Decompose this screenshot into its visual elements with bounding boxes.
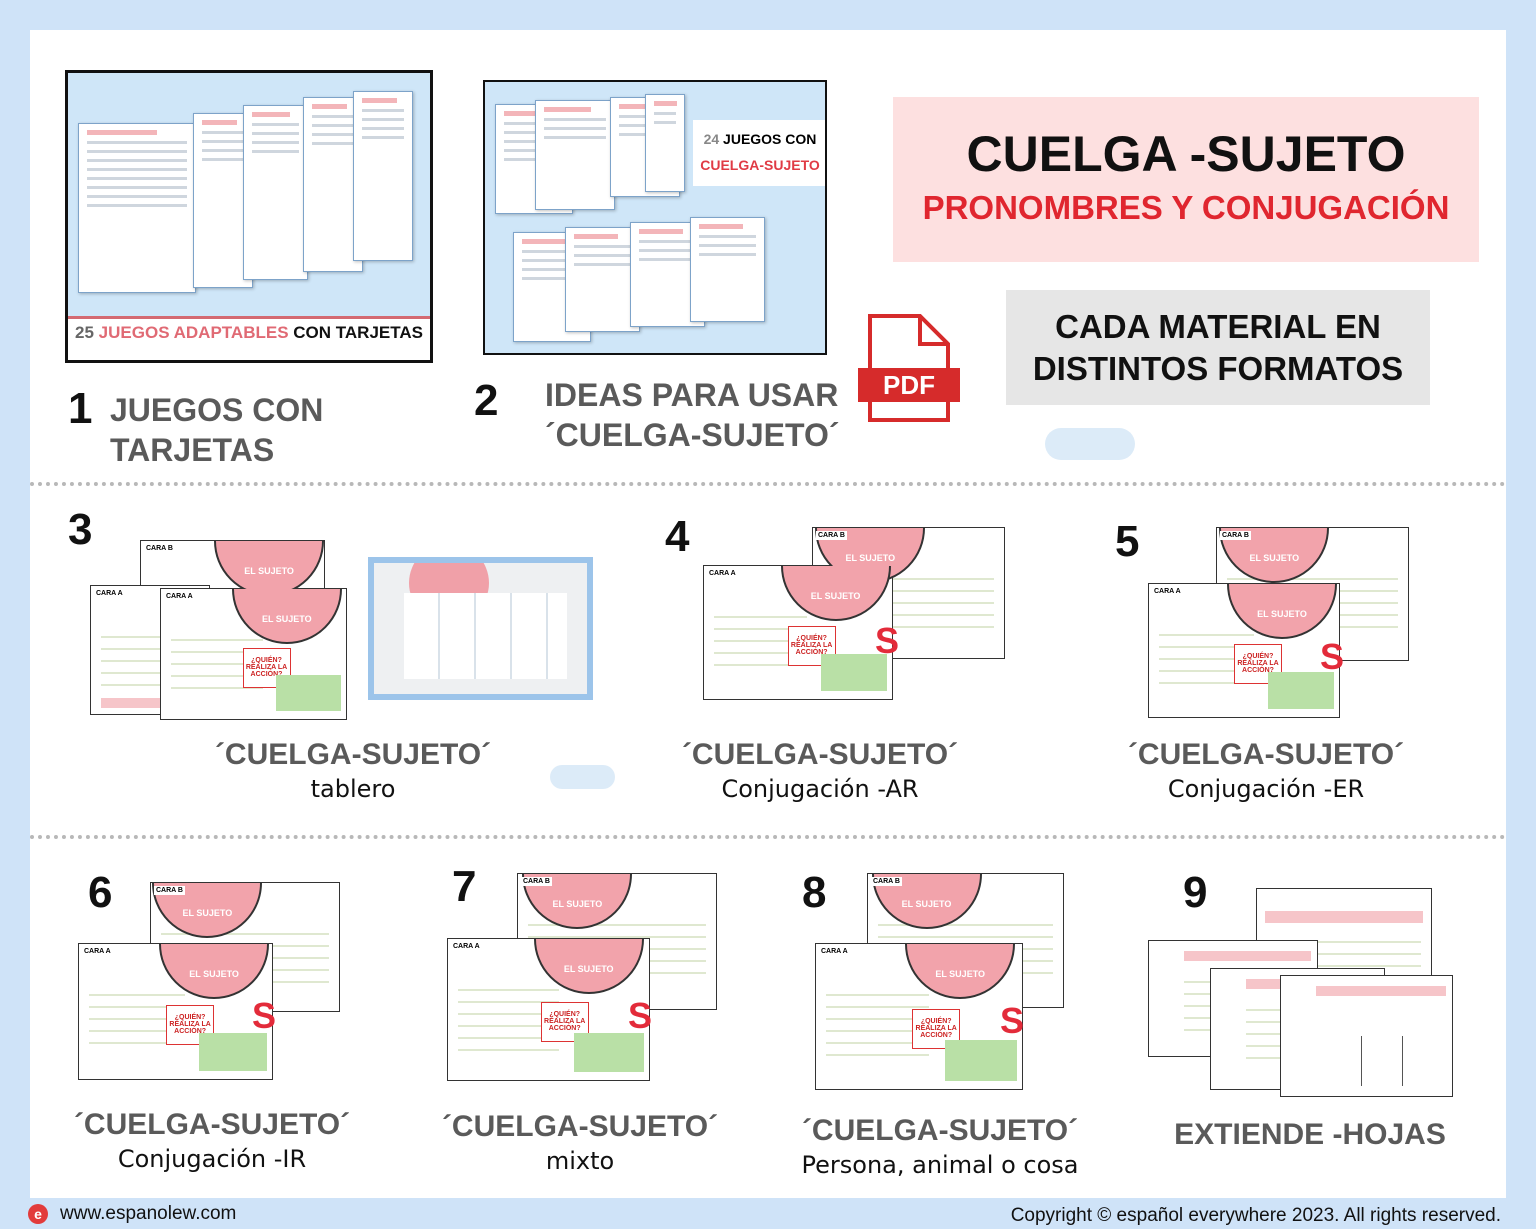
item-caption: ´CUELGA-SUJETO´ [441,1110,719,1143]
divider [30,835,1506,839]
letter-s: S [875,620,900,661]
item-heading: IDEAS PARA USAR´CUELGA-SUJETO´ [545,377,840,453]
footer-copyright: Copyright © español everywhere 2023. All… [1010,1205,1501,1226]
item-number: 1 [68,384,93,433]
page-subtitle: PRONOMBRES Y CONJUGACIÓN [922,189,1450,226]
page-title: CUELGA -SUJETO [966,126,1406,182]
pdf-icon: PDF [858,313,960,423]
cover1-title: 25 JUEGOS ADAPTABLES CON TARJETAS [75,323,423,342]
cover2-title: 24 JUEGOS CON CUELGA-SUJETO [693,120,825,186]
item-caption: ´CUELGA-SUJETO´ [1127,738,1405,771]
item-subcaption: Conjugación -IR [117,1145,307,1173]
item-number: 5 [1115,517,1140,566]
item-subcaption: Persona, animal o cosa [801,1151,1079,1179]
item-caption: ´CUELGA-SUJETO´ [681,738,959,771]
letter-s: S [628,995,653,1036]
item-number: 7 [452,862,477,911]
sheet-thumbnail [1280,975,1453,1097]
letter-s: S [252,995,277,1036]
item-subcaption: Conjugación -ER [1167,775,1365,803]
cover-ideas-cuelga-sujeto: 24 JUEGOS CON CUELGA-SUJETO [483,80,827,355]
letter-s: S [1000,1000,1025,1041]
divider [30,482,1506,486]
cover-juegos-tarjetas: 25 JUEGOS ADAPTABLES CON TARJETAS [65,70,433,363]
letter-s: S [1320,636,1345,677]
item-number: 3 [68,505,93,554]
item-subcaption: mixto [545,1147,615,1175]
item-number: 9 [1183,868,1208,917]
cloud-icon [550,765,615,789]
footer-website[interactable]: www.espanolew.com [60,1203,237,1224]
item-caption: EXTIENDE -HOJAS [1174,1118,1446,1151]
item-caption: ´CUELGA-SUJETO´ [73,1108,351,1141]
formats-box: CADA MATERIAL EN DISTINTOS FORMATOS [1006,290,1430,405]
item-subcaption: tablero [310,775,396,803]
item-number: 4 [665,512,690,561]
cloud-icon [1045,428,1135,460]
item-caption: ´CUELGA-SUJETO´ [214,738,492,771]
item-number: 8 [802,868,827,917]
item-number: 2 [474,376,499,425]
photo-tablero [368,557,593,700]
item-number: 6 [88,868,113,917]
item-caption: ´CUELGA-SUJETO´ [801,1114,1079,1147]
item-subcaption: Conjugación -AR [721,775,919,803]
logo-icon: e [28,1204,48,1224]
title-box: CUELGA -SUJETO PRONOMBRES Y CONJUGACIÓN [893,97,1479,262]
